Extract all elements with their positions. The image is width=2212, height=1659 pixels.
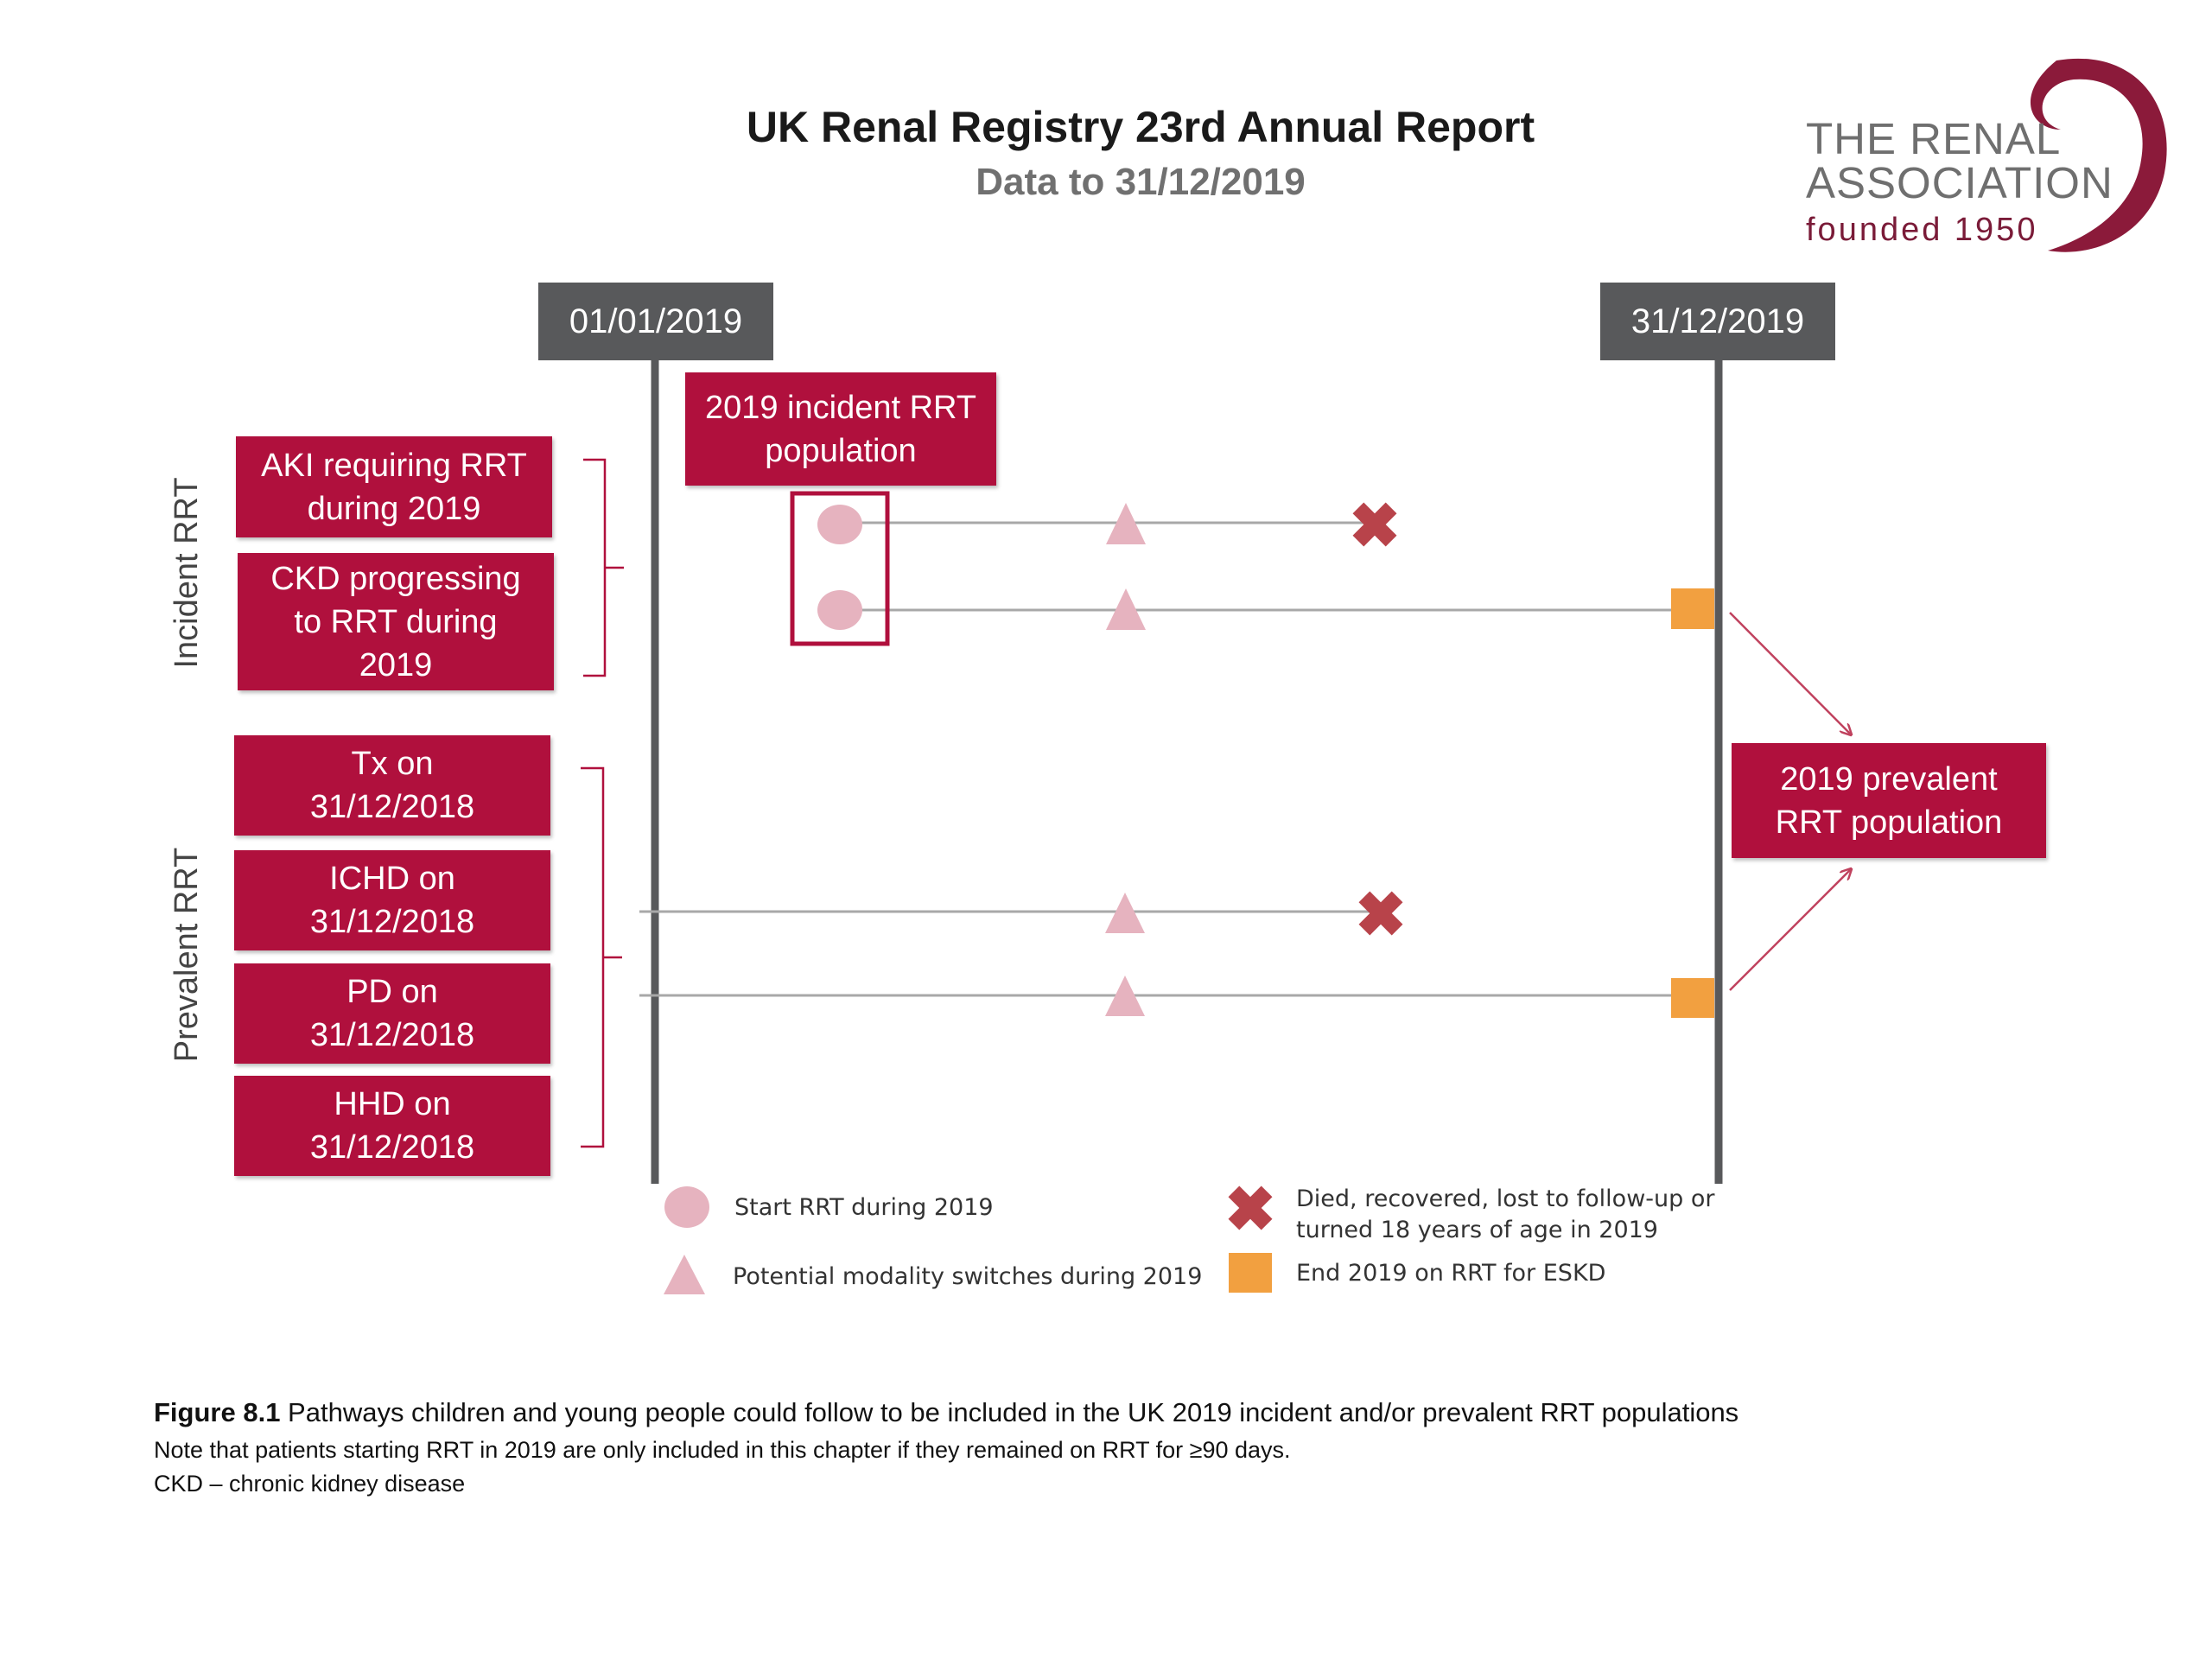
legend-end-label: End 2019 on RRT for ESKD	[1296, 1260, 1606, 1287]
start-date-label: 01/01/2019	[538, 283, 773, 360]
cross-icon	[1358, 891, 1403, 936]
triangle-icon	[1106, 503, 1146, 544]
circle-icon	[664, 1186, 709, 1228]
triangle-icon	[664, 1255, 705, 1294]
prevalent-box-hhd: HHD on 31/12/2018	[234, 1076, 550, 1176]
incident-population-box: 2019 incident RRT population	[685, 372, 996, 486]
figure-abbreviation: CKD – chronic kidney disease	[154, 1471, 466, 1497]
triangle-icon	[1105, 893, 1145, 933]
figure-number: Figure 8.1	[154, 1397, 281, 1427]
logo-line-1: THE RENAL	[1806, 114, 2062, 163]
figure-note: Note that patients starting RRT in 2019 …	[154, 1437, 1291, 1463]
square-icon	[1229, 1253, 1272, 1293]
cross-icon	[1228, 1185, 1273, 1230]
end-date-label: 31/12/2019	[1600, 283, 1835, 360]
square-icon	[1671, 978, 1714, 1018]
legend-switch-label: Potential modality switches during 2019	[733, 1263, 1203, 1290]
square-icon	[1671, 588, 1714, 629]
figure-caption: Figure 8.1 Pathways children and young p…	[154, 1397, 1738, 1428]
triangle-icon	[1106, 588, 1146, 630]
prevalent-group-label: Prevalent RRT	[168, 847, 205, 1063]
arrow-prevalent-to-prevalent	[1729, 869, 1851, 991]
figure-caption-text: Pathways children and young people could…	[280, 1397, 1739, 1427]
prevalent-box-ichd: ICHD on 31/12/2018	[234, 850, 550, 950]
report-subtitle: Data to 31/12/2019	[976, 161, 1306, 203]
legend-died-label: Died, recovered, lost to follow-up or tu…	[1296, 1185, 1715, 1243]
prevalent-bracket	[581, 766, 622, 1148]
triangle-icon	[1105, 976, 1145, 1016]
incident-box-ckd: CKD progressing to RRT during 2019	[238, 553, 554, 690]
cross-icon	[1352, 502, 1397, 547]
report-title: UK Renal Registry 23rd Annual Report	[746, 103, 1535, 151]
incident-start-highlight	[790, 491, 890, 646]
legend-start-label: Start RRT during 2019	[734, 1194, 994, 1221]
incident-group-label: Incident RRT	[168, 477, 205, 669]
prevalent-population-box: 2019 prevalent RRT population	[1732, 743, 2046, 858]
arrow-incident-to-prevalent	[1729, 612, 1851, 734]
circle-icon	[817, 505, 862, 544]
prevalent-box-tx: Tx on 31/12/2018	[234, 735, 550, 836]
circle-icon	[817, 590, 862, 630]
logo-line-2: ASSOCIATION	[1806, 158, 2113, 207]
prevalent-box-pd: PD on 31/12/2018	[234, 963, 550, 1064]
incident-box-aki: AKI requiring RRT during 2019	[236, 436, 552, 537]
logo-line-3: founded 1950	[1806, 212, 2038, 248]
incident-bracket	[583, 458, 624, 677]
